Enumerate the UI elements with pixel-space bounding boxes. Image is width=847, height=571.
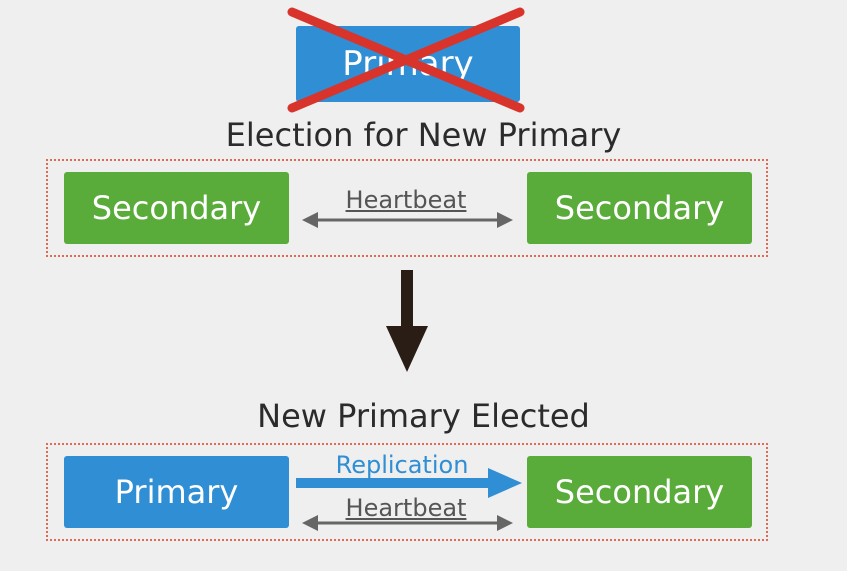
result-group-border (46, 443, 768, 541)
result-heartbeat-label: Heartbeat (345, 494, 467, 522)
new-primary-node: Primary (64, 456, 289, 528)
new-primary-label: Primary (114, 473, 239, 511)
election-left-secondary-label: Secondary (91, 189, 262, 227)
result-secondary-node: Secondary (527, 456, 752, 528)
election-heartbeat-label: Heartbeat (345, 186, 467, 214)
election-right-secondary-label: Secondary (554, 189, 725, 227)
election-group-border (46, 159, 768, 257)
election-right-secondary-node: Secondary (527, 172, 752, 244)
election-left-secondary-node: Secondary (64, 172, 289, 244)
result-secondary-label: Secondary (554, 473, 725, 511)
result-title: New Primary Elected (257, 397, 590, 435)
replication-label: Replication (335, 451, 469, 479)
election-title: Election for New Primary (225, 116, 622, 154)
